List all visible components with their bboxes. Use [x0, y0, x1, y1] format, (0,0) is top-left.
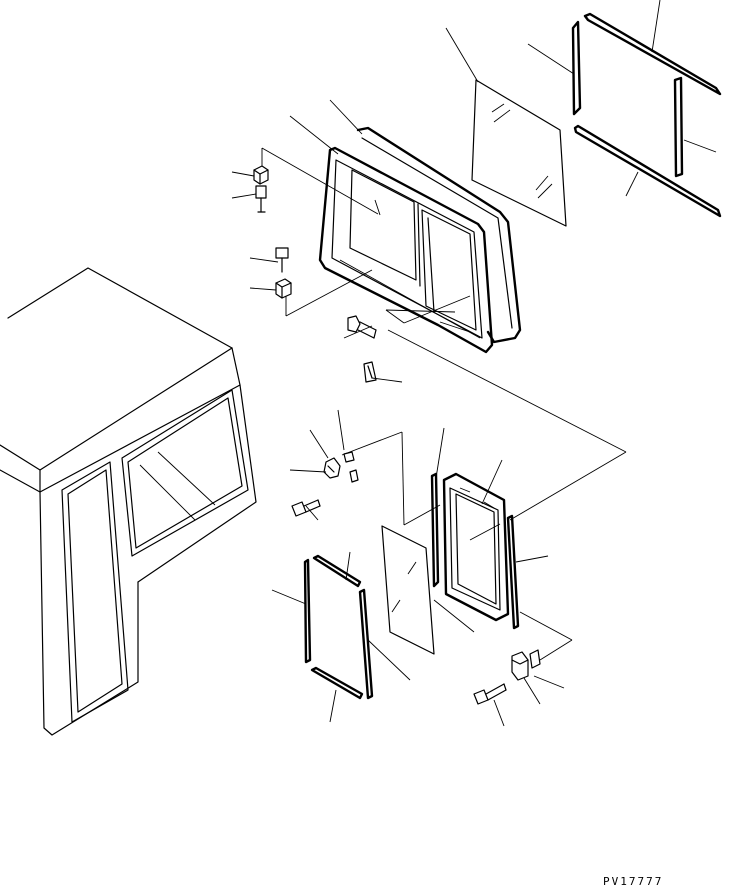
cab-body [0, 267, 257, 736]
upper-glass-pane [471, 79, 567, 227]
lower-frame-seal-left [430, 472, 440, 588]
connector-line [387, 329, 627, 453]
lower-frame-seal-right [506, 514, 520, 630]
lower-right-plate-icon [529, 649, 541, 669]
upper-bracket [261, 147, 471, 324]
drawing-number: PV17777 [603, 875, 664, 888]
clip-icon [323, 457, 341, 479]
lower-window-frame [442, 472, 510, 622]
lower-bracket [341, 431, 573, 661]
mid-bolt-icon [275, 247, 289, 273]
latch-icon [363, 361, 377, 383]
lower-glass-pane [381, 525, 435, 655]
pin-icon [349, 469, 359, 483]
upper-window-seal [356, 126, 522, 344]
lower-glass-seals [303, 554, 374, 700]
small-block-icon [343, 451, 355, 463]
leader-lines [231, 0, 717, 727]
upper-bolt-icon [255, 185, 267, 213]
screw-icon [347, 315, 377, 339]
upper-window-frame [318, 146, 494, 354]
lower-bolt-icon [291, 499, 321, 517]
lower-right-bolt-icon [473, 683, 507, 705]
block-nut-icon [253, 165, 269, 185]
connector-line [509, 451, 627, 521]
upper-glass-seals [571, 12, 722, 218]
mid-block-icon [275, 278, 292, 299]
lower-right-block-icon [511, 651, 529, 681]
